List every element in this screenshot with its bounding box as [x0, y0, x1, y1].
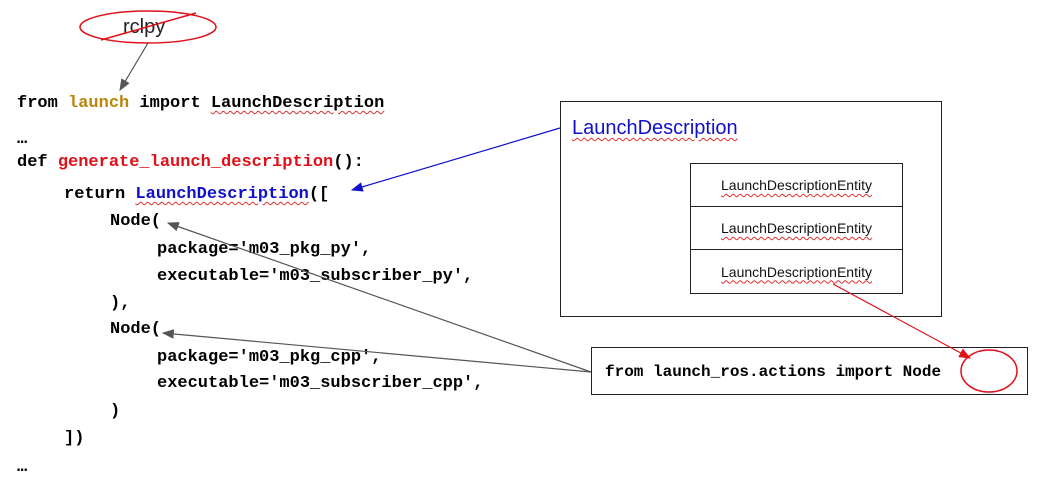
entity-box-2: LaunchDescriptionEntity [690, 206, 903, 250]
entity-box-3: LaunchDescriptionEntity [690, 249, 903, 294]
code-node-1-close: ), [110, 294, 131, 313]
entity-label-1: LaunchDescriptionEntity [721, 177, 872, 193]
code-line-3: def generate_launch_description(): [17, 153, 364, 173]
code-def: def [17, 153, 58, 172]
rclpy-strike [100, 12, 197, 41]
node-ellipse [960, 349, 1018, 393]
entity-node-arrow [832, 283, 972, 359]
entity-label-3: LaunchDescriptionEntity [721, 263, 872, 280]
code-return: return [64, 185, 136, 204]
code-list-close: ]) [64, 429, 85, 448]
code-import: import [129, 94, 211, 113]
code-ld-call: LaunchDescription [135, 185, 309, 204]
entity-box-1: LaunchDescriptionEntity [690, 163, 903, 207]
code-def-tail: (): [333, 153, 364, 172]
code-executable-py: executable='m03_subscriber_py', [157, 267, 474, 286]
code-node-2-close: ) [110, 402, 121, 421]
code-package-cpp: package='m03_pkg_cpp', [157, 348, 382, 367]
entity-label-2: LaunchDescriptionEntity [721, 220, 872, 236]
node-arrow-1 [166, 222, 592, 373]
ld-arrow [350, 127, 561, 192]
code-line-1: from launch import LaunchDescription [17, 94, 384, 114]
code-function-name: generate_launch_description [57, 153, 334, 172]
import-prefix: from launch_ros.actions import [605, 363, 903, 381]
import-box: from launch_ros.actions import Node [591, 347, 1028, 395]
code-line-2: … [17, 130, 28, 149]
code-ld-import-name: LaunchDescription [210, 94, 385, 113]
code-executable-cpp: executable='m03_subscriber_cpp', [157, 374, 484, 393]
launch-description-title: LaunchDescription [572, 117, 738, 139]
code-line-4: return LaunchDescription([ [64, 185, 329, 205]
import-statement: from launch_ros.actions import Node [605, 362, 941, 382]
code-return-tail: ([ [308, 185, 330, 204]
rclpy-arrow [119, 42, 149, 92]
code-launch-module: launch [68, 94, 130, 113]
code-node-2: Node( [110, 320, 162, 339]
code-node-1: Node( [110, 212, 162, 231]
import-node: Node [902, 363, 942, 381]
code-from: from [17, 94, 69, 113]
node-arrow-2 [161, 329, 592, 373]
code-line-ellipsis: … [17, 458, 28, 477]
code-package-py: package='m03_pkg_py', [157, 240, 372, 259]
